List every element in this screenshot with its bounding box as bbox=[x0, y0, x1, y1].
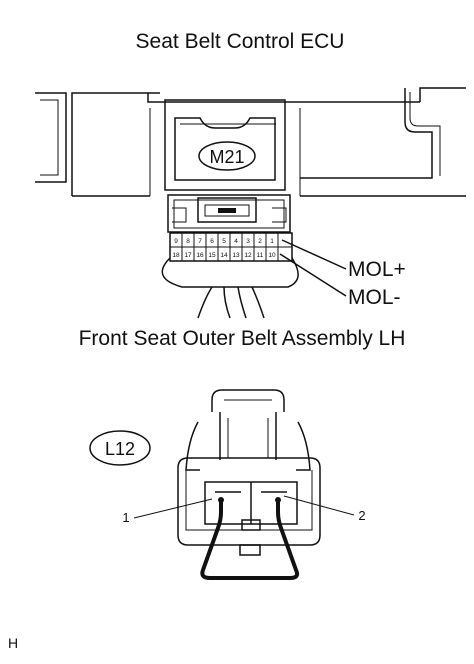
ecu-connector-m21: M21 9 8 7 6 5 4 bbox=[161, 99, 299, 319]
svg-text:11: 11 bbox=[257, 252, 264, 259]
ecu-terminal-row-bottom: 18 17 16 15 14 13 12 11 10 bbox=[172, 252, 276, 259]
svg-text:3: 3 bbox=[246, 238, 250, 245]
mol-plus-label: MOL+ bbox=[348, 258, 406, 281]
belt-assembly-title: Front Seat Outer Belt Assembly LH bbox=[79, 327, 406, 350]
svg-text:14: 14 bbox=[220, 252, 228, 259]
svg-text:12: 12 bbox=[244, 252, 252, 259]
belt-connector-code: L12 bbox=[105, 439, 135, 459]
svg-text:6: 6 bbox=[210, 238, 214, 245]
svg-text:1: 1 bbox=[270, 238, 274, 245]
belt-connector-tag bbox=[89, 430, 151, 466]
ecu-connector-tag bbox=[198, 141, 256, 171]
svg-text:16: 16 bbox=[196, 252, 204, 259]
ecu-terminal-row-top: 9 8 7 6 5 4 3 2 1 bbox=[174, 238, 274, 245]
corner-mark: H bbox=[8, 635, 18, 651]
svg-text:13: 13 bbox=[232, 252, 240, 259]
belt-connector-l12: L12 1 2 bbox=[89, 389, 366, 580]
ecu-housing bbox=[35, 87, 466, 197]
pin-1-probe bbox=[218, 497, 224, 503]
svg-text:4: 4 bbox=[234, 238, 238, 245]
belt-pin-1-label: 1 bbox=[122, 510, 129, 525]
ecu-connector-code: M21 bbox=[209, 147, 244, 167]
latch-lock bbox=[218, 208, 236, 213]
svg-text:15: 15 bbox=[208, 252, 216, 259]
shorting-wire bbox=[200, 498, 300, 580]
belt-pin-2-label: 2 bbox=[358, 508, 365, 523]
belt-pin-2-leader bbox=[283, 495, 355, 516]
svg-text:8: 8 bbox=[186, 238, 190, 245]
svg-text:18: 18 bbox=[172, 252, 180, 259]
ecu-title: Seat Belt Control ECU bbox=[136, 30, 345, 53]
svg-text:17: 17 bbox=[184, 252, 192, 259]
svg-text:7: 7 bbox=[198, 238, 202, 245]
belt-pin-1-leader bbox=[133, 498, 213, 519]
pin-2-probe bbox=[275, 497, 281, 503]
mol-plus-leader bbox=[281, 239, 347, 270]
svg-text:2: 2 bbox=[258, 238, 262, 245]
svg-text:9: 9 bbox=[174, 238, 178, 245]
svg-text:5: 5 bbox=[222, 238, 226, 245]
mol-minus-label: MOL- bbox=[348, 286, 401, 309]
mol-minus-leader bbox=[279, 253, 347, 297]
svg-text:10: 10 bbox=[268, 252, 276, 259]
